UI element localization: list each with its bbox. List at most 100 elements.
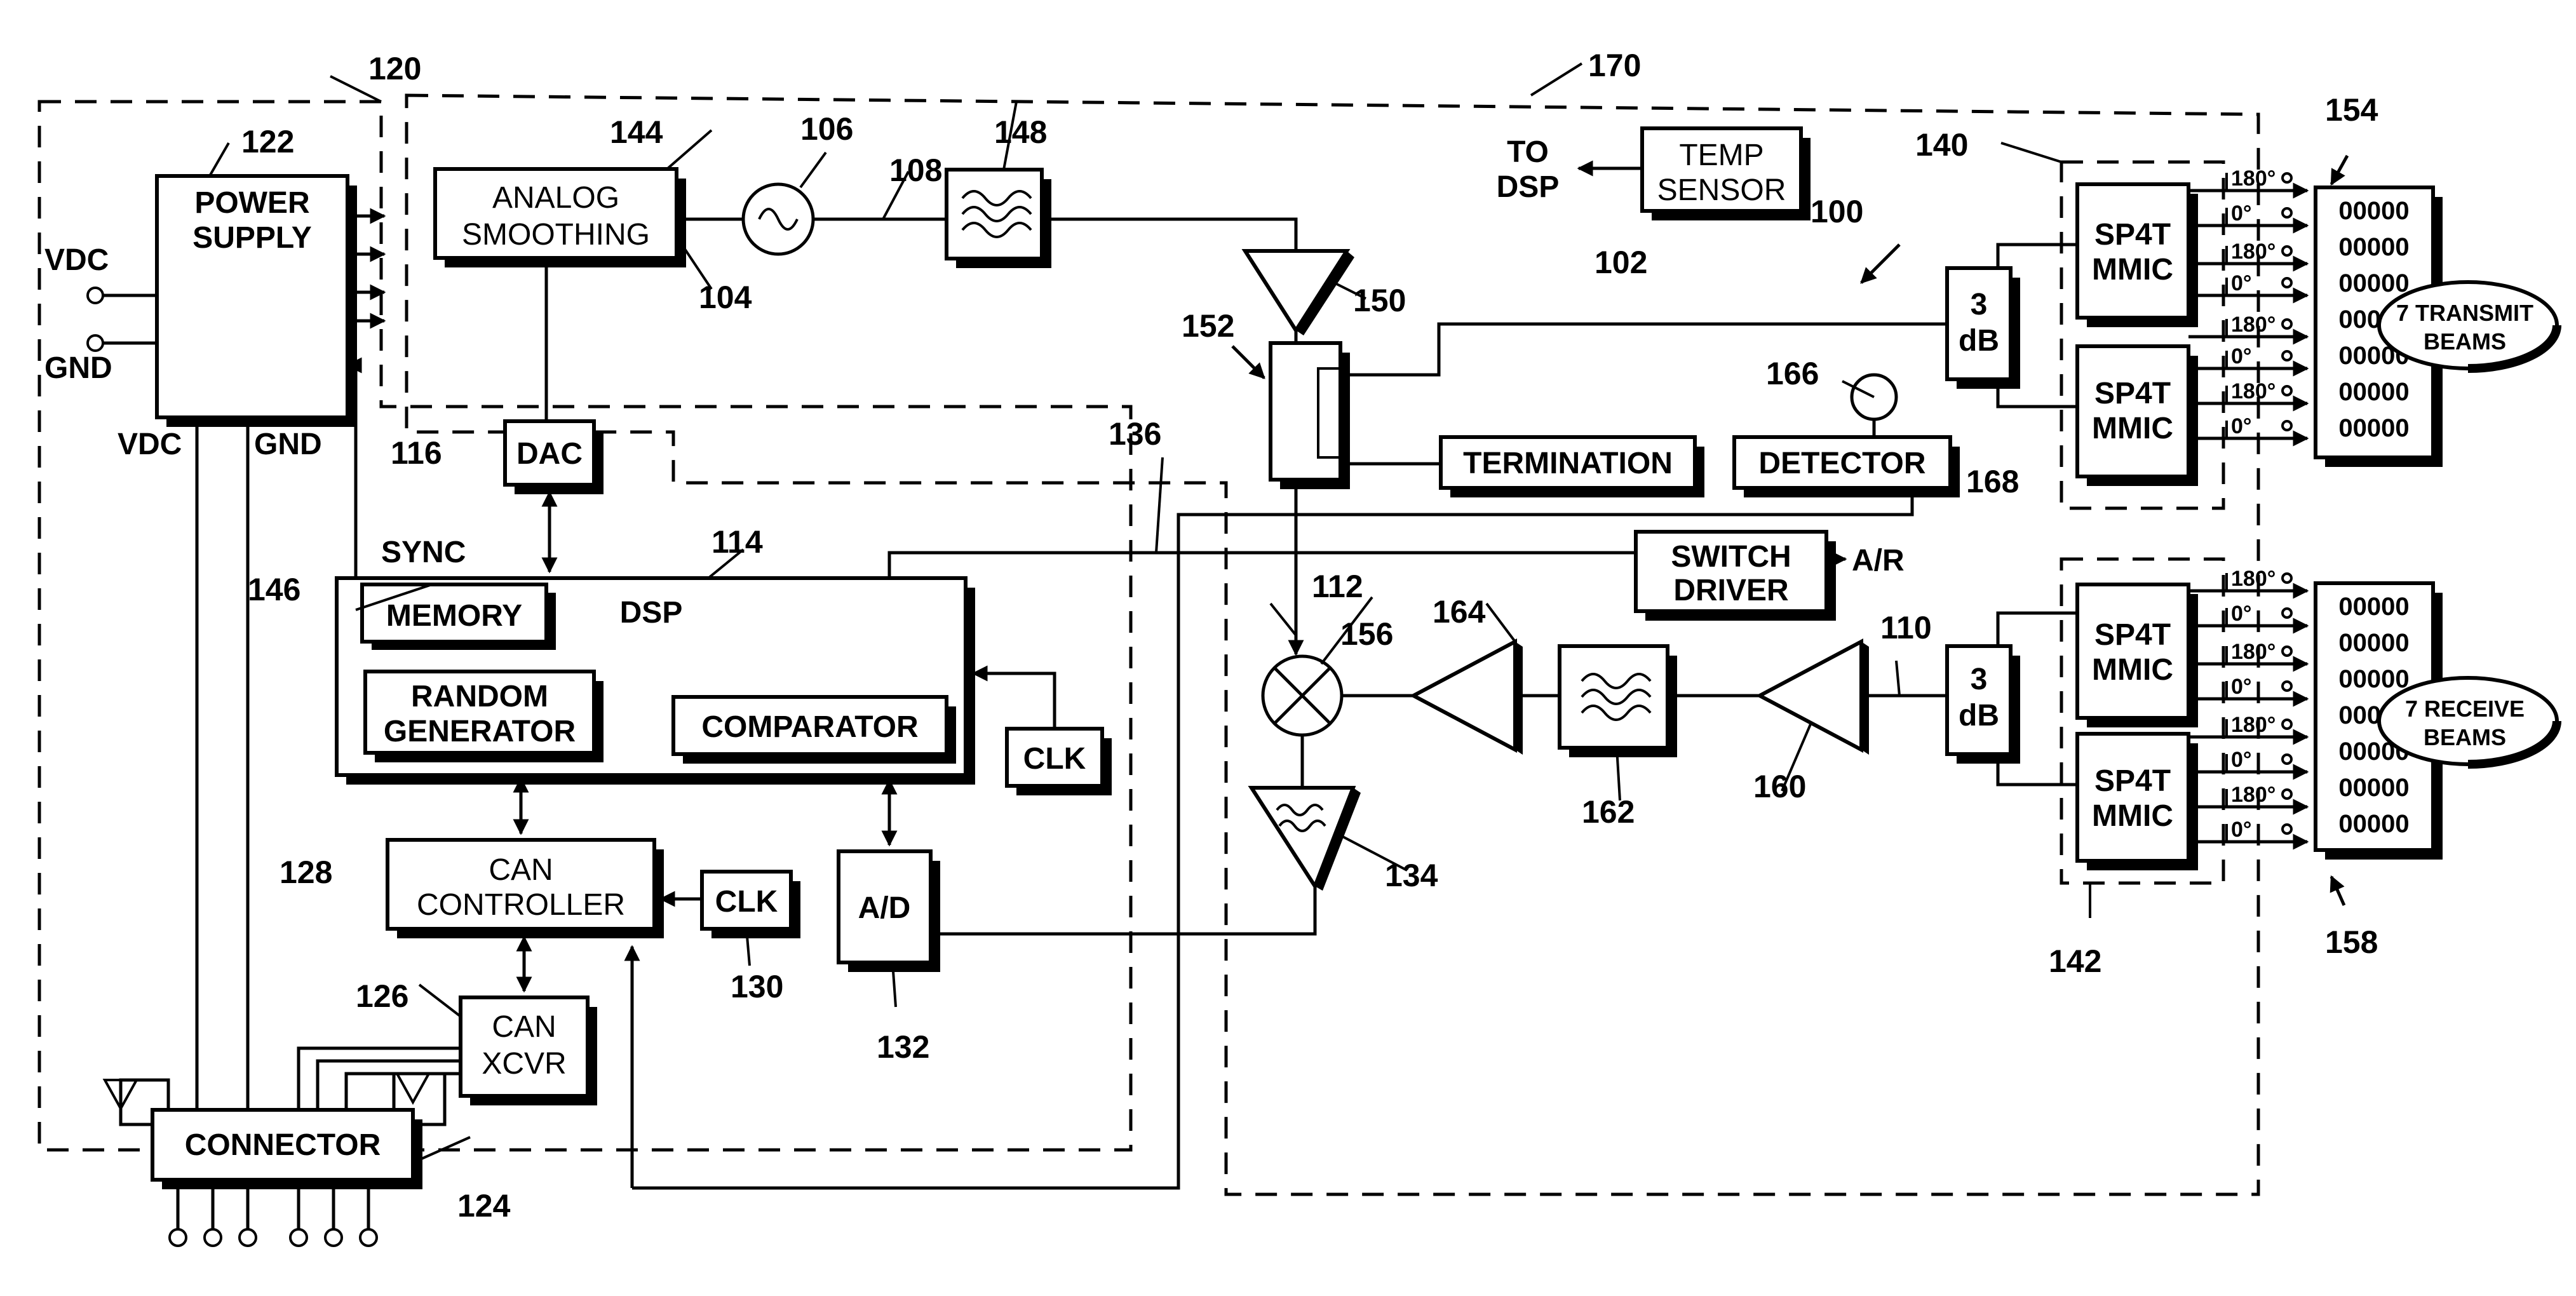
ref-154: 154 <box>2325 92 2378 128</box>
lna-160 <box>1760 642 1869 755</box>
ref-122: 122 <box>241 124 294 159</box>
coupler-3db-tx-label-2: dB <box>1959 324 1999 358</box>
temp-sensor-label-2: SENSOR <box>1657 173 1786 207</box>
rx-phase-label: 0° <box>2231 675 2252 699</box>
power-supply-block: POWER SUPPLY <box>157 176 357 427</box>
rx-array-element-code: 00000 <box>2338 593 2409 621</box>
ref-162: 162 <box>1582 794 1635 830</box>
can-controller-label-1: CAN <box>489 853 553 887</box>
ref-134: 134 <box>1385 858 1438 893</box>
tx-array-element-code: 00000 <box>2338 378 2409 406</box>
tx-phase-label: 0° <box>2231 201 2252 226</box>
ref-136: 136 <box>1109 416 1161 452</box>
comparator-label: COMPARATOR <box>701 710 918 744</box>
tx-phase-terminal <box>2283 278 2291 287</box>
tx-array-element-code: 00000 <box>2338 269 2409 297</box>
ref-106: 106 <box>800 111 853 147</box>
ref-126: 126 <box>356 978 408 1014</box>
rx-switch-outputs: 180°0°180°0°180°0°180°0° <box>2188 567 2307 842</box>
amplifier-150 <box>1245 251 1354 335</box>
sync-label: SYNC <box>381 536 466 569</box>
ad-converter-block: A/D <box>839 851 940 972</box>
clk-can-block: CLK <box>702 872 800 938</box>
coupler-3db-rx: 3 dB <box>1947 646 2020 764</box>
tx-array-element-code: 00000 <box>2338 233 2409 261</box>
sp4t-rx-upper-label-1: SP4T <box>2094 618 2171 652</box>
ref-116: 116 <box>391 435 442 471</box>
connector-block: CONNECTOR <box>152 1110 422 1189</box>
rx-array-element-code: 00000 <box>2338 774 2409 802</box>
can-xcvr-block: CAN XCVR <box>461 997 597 1105</box>
connector-pins <box>170 1180 377 1246</box>
rx-phase-terminal <box>2283 574 2291 583</box>
clk-dsp-block: CLK <box>1007 729 1112 795</box>
dac-label: DAC <box>516 437 583 471</box>
sp4t-tx-lower-label-1: SP4T <box>2094 377 2171 410</box>
ref-170: 170 <box>1588 48 1641 83</box>
ref-150: 150 <box>1353 283 1406 318</box>
vdc-input-label: VDC <box>44 243 109 277</box>
ref-156: 156 <box>1340 616 1393 652</box>
sp4t-rx-lower-label-1: SP4T <box>2094 764 2171 798</box>
sp4t-tx-lower-label-2: MMIC <box>2092 412 2173 445</box>
sp4t-mmic-tx-upper: SP4T MMIC <box>2077 184 2198 327</box>
coupler-3db-tx-label-1: 3 <box>1971 288 1988 321</box>
can-xcvr-label-1: CAN <box>492 1010 556 1044</box>
tx-phase-terminal <box>2283 351 2291 360</box>
power-supply-label-1: POWER <box>194 186 309 220</box>
detector-label: DETECTOR <box>1758 447 1925 480</box>
tx-array-element-code: 00000 <box>2338 414 2409 442</box>
tx-phase-label: 0° <box>2231 344 2252 368</box>
connector-label: CONNECTOR <box>185 1128 381 1162</box>
detector-diode-166 <box>1852 375 1896 437</box>
comparator-block: COMPARATOR <box>673 697 956 764</box>
rx-phase-terminal <box>2283 682 2291 691</box>
random-generator-label-2: GENERATOR <box>384 715 576 748</box>
ref-152: 152 <box>1182 308 1234 344</box>
ref-166: 166 <box>1766 356 1819 391</box>
sp4t-mmic-tx-lower: SP4T MMIC <box>2077 346 2198 486</box>
clk-can-label: CLK <box>715 885 778 919</box>
tx-phase-label: 180° <box>2231 313 2276 337</box>
ref-128: 128 <box>280 854 332 890</box>
sp4t-mmic-rx-lower: SP4T MMIC <box>2077 734 2198 870</box>
ref-142: 142 <box>2049 943 2101 979</box>
tx-phase-terminal <box>2283 246 2291 255</box>
rx-phase-terminal <box>2283 647 2291 656</box>
ref-144: 144 <box>610 114 663 150</box>
bandpass-filter-148 <box>947 170 1051 268</box>
mixer-156 <box>1263 656 1342 735</box>
receive-beams-label-2: BEAMS <box>2424 724 2506 750</box>
can-controller-label-2: CONTROLLER <box>417 888 625 922</box>
tx-phase-terminal <box>2283 208 2291 217</box>
sp4t-tx-upper-label-2: MMIC <box>2092 253 2173 287</box>
to-dsp-label-1: TO <box>1507 135 1549 169</box>
amplifier-164 <box>1413 642 1523 755</box>
can-controller-block: CAN CONTROLLER <box>388 840 664 938</box>
to-dsp-label-2: DSP <box>1497 170 1560 204</box>
termination-block: TERMINATION <box>1441 437 1704 497</box>
can-xcvr-label-2: XCVR <box>482 1047 566 1081</box>
ref-124: 124 <box>457 1188 511 1224</box>
ref-146: 146 <box>248 572 300 607</box>
rx-phase-terminal <box>2283 790 2291 799</box>
random-generator-block: RANDOM GENERATOR <box>365 672 604 762</box>
rx-phase-label: 0° <box>2231 818 2252 842</box>
rx-phase-label: 180° <box>2231 713 2276 737</box>
clk-dsp-label: CLK <box>1023 742 1086 776</box>
tx-switch-outputs: 180°0°180°0°180°0°180°0° <box>2188 166 2307 438</box>
coupler-3db-rx-label-2: dB <box>1959 699 1999 732</box>
coupler-3db-rx-label-1: 3 <box>1971 663 1988 696</box>
tx-phase-label: 0° <box>2231 271 2252 295</box>
rx-phase-label: 0° <box>2231 602 2252 626</box>
receive-beams-label-1: 7 RECEIVE <box>2405 696 2525 722</box>
if-amplifier-134 <box>1251 788 1361 891</box>
ad-label: A/D <box>858 891 911 925</box>
random-generator-label-1: RANDOM <box>411 680 548 713</box>
directional-coupler-152 <box>1271 343 1350 489</box>
ref-100: 100 <box>1811 194 1863 229</box>
rx-phase-label: 180° <box>2231 567 2276 591</box>
rx-phase-terminal <box>2283 609 2291 618</box>
ref-110: 110 <box>1880 610 1932 645</box>
